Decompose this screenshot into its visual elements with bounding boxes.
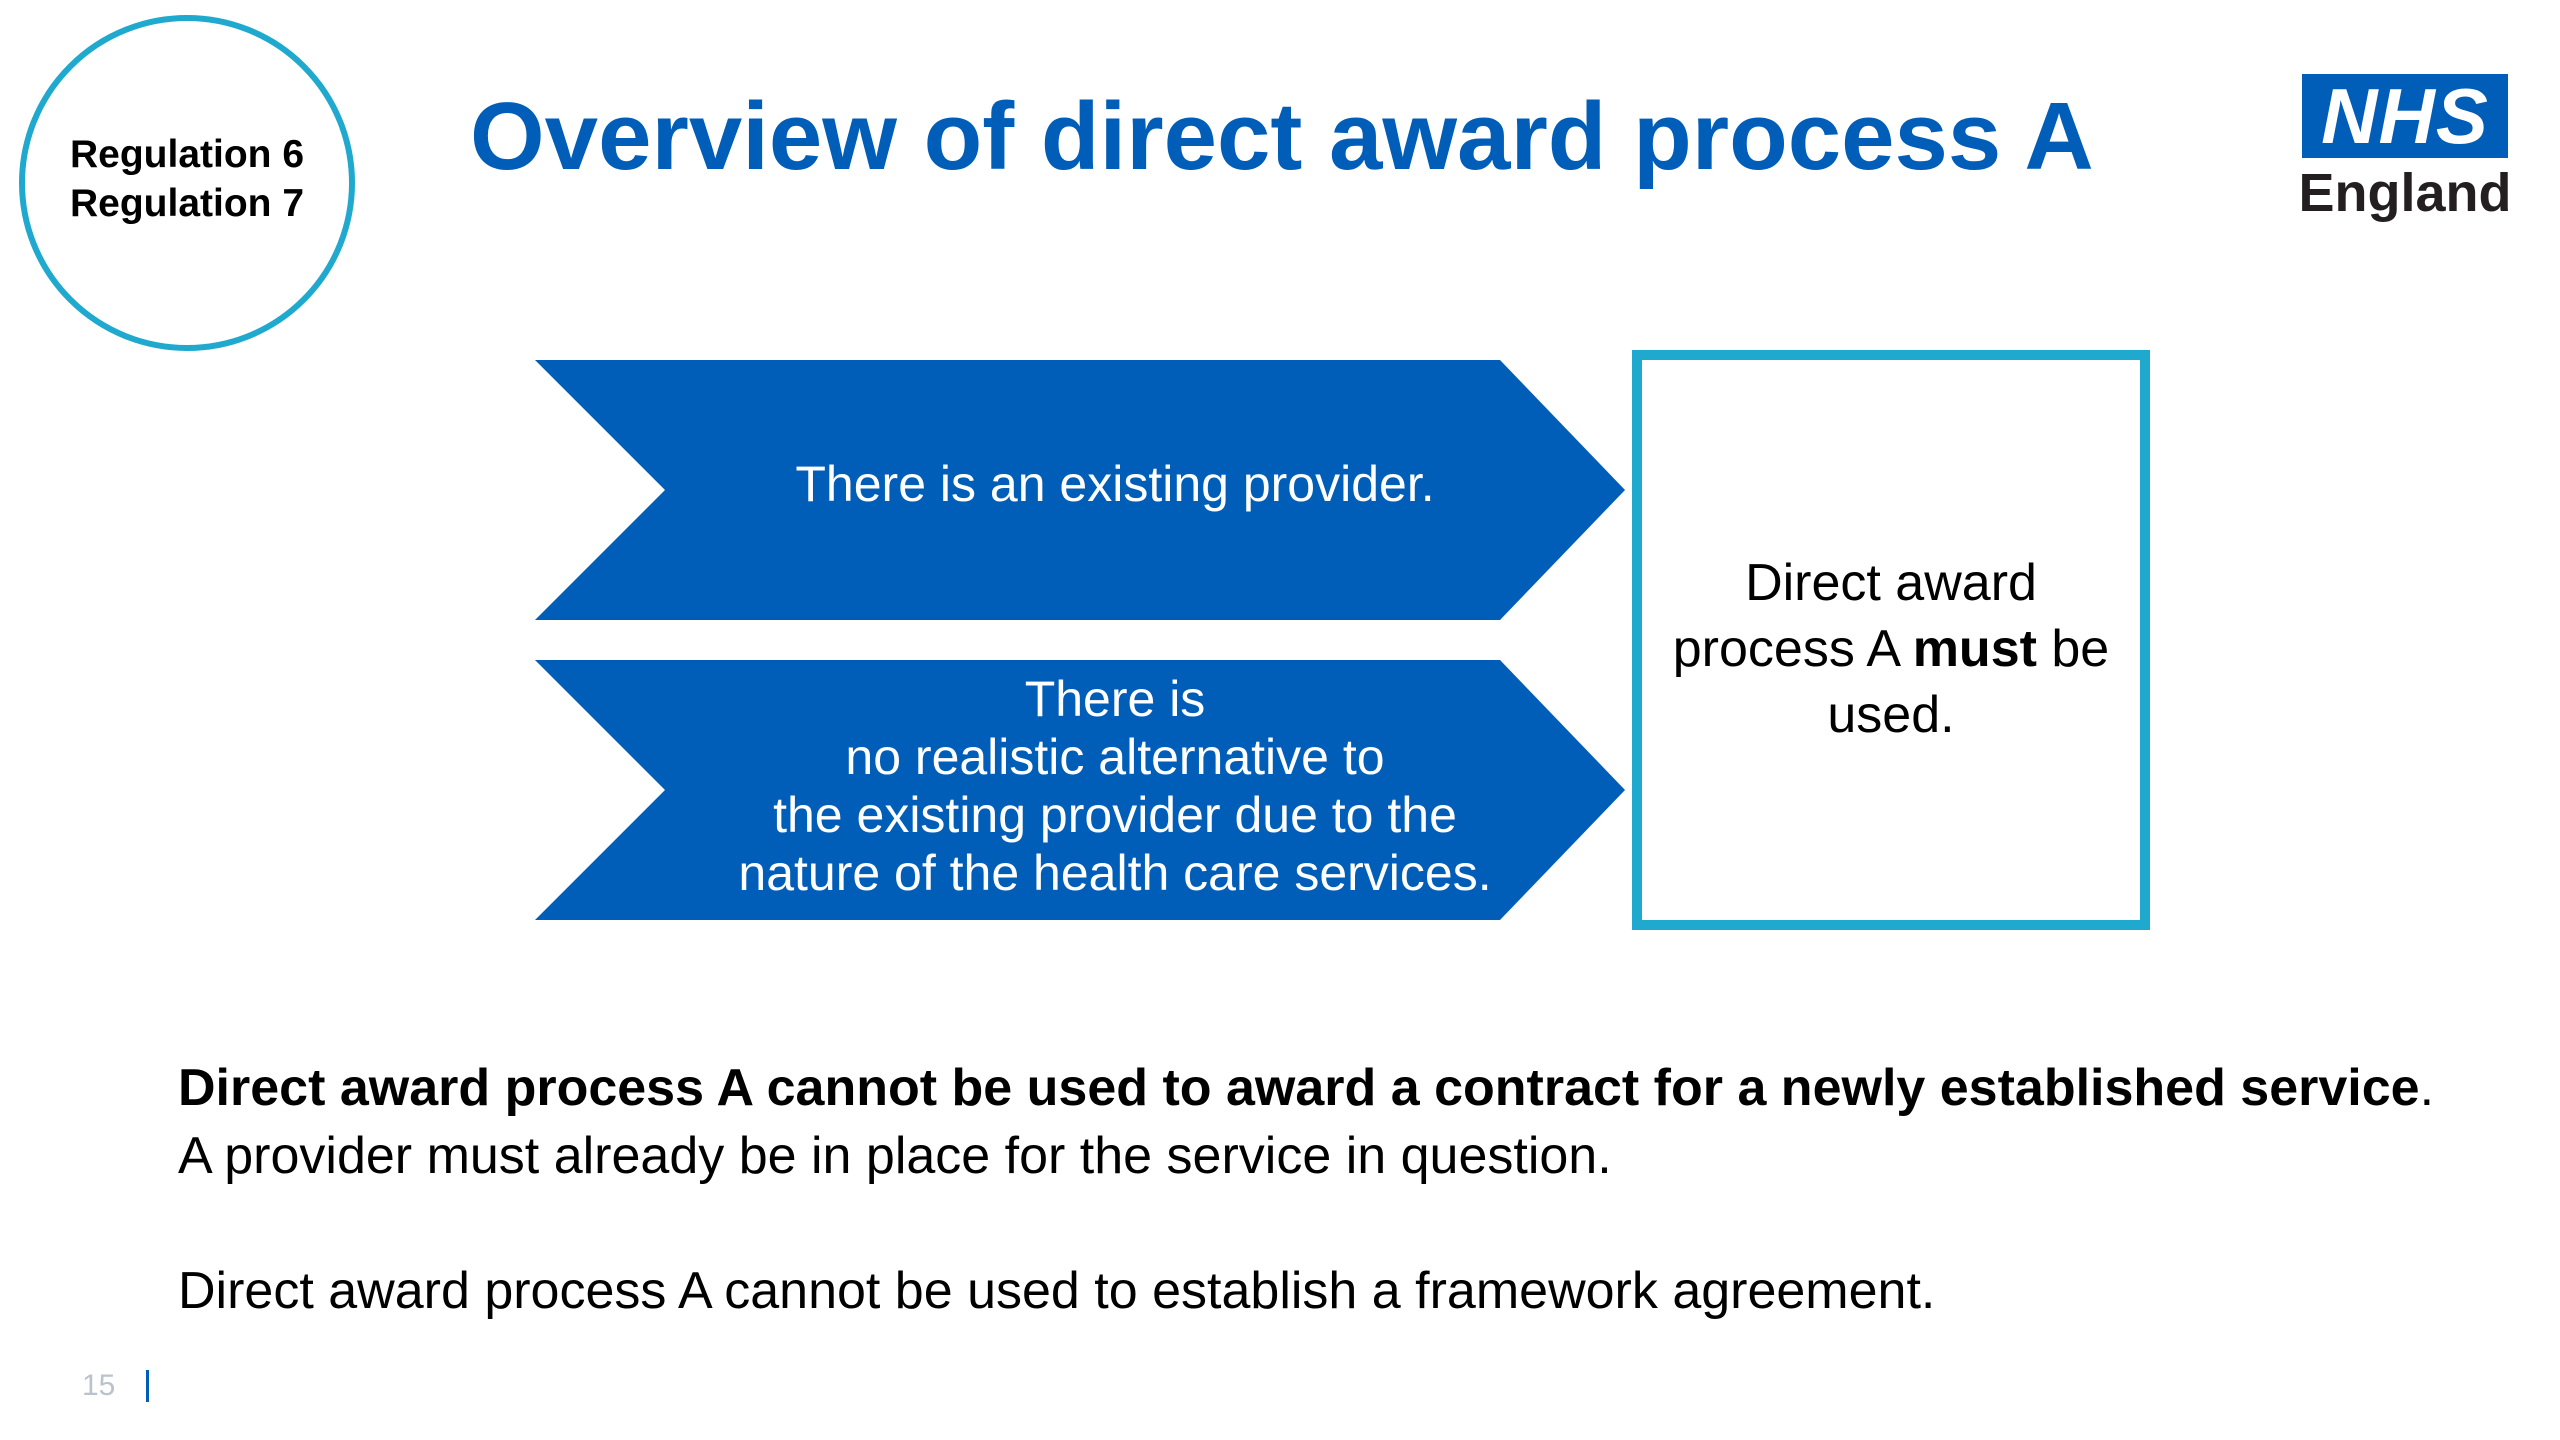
page-title: Overview of direct award process A: [470, 83, 2094, 190]
note-rest-text: . A provider must already be in place fo…: [178, 1059, 2435, 1185]
regulation-6-label: Regulation 6: [69, 133, 305, 176]
chevron-text-line: no realistic alternative to: [845, 729, 1385, 785]
outcome-text-start: Direct award process A: [1672, 554, 2037, 678]
regulation-badge: Regulation 6 Regulation 7: [19, 15, 355, 351]
note-bold-text: Direct award process A cannot be used to…: [178, 1059, 2420, 1117]
chevron-text-line: nature of the health care services.: [738, 845, 1492, 901]
chevron-existing-provider: [535, 360, 1625, 620]
outcome-text: Direct award process A must be used.: [1660, 550, 2122, 748]
outcome-emphasis: must: [1912, 620, 2037, 678]
chevron-text-line: the existing provider due to the: [773, 787, 1457, 843]
nhs-england-logo: NHS England: [2298, 74, 2512, 224]
note-newly-established-service: Direct award process A cannot be used to…: [178, 1054, 2438, 1190]
regulation-7-label: Regulation 7: [69, 182, 305, 225]
nhs-logo-org: England: [2298, 163, 2512, 223]
chevron-existing-provider-text: There is an existing provider.: [795, 456, 1435, 512]
chevron-text-line: There is: [1024, 671, 1206, 727]
chevron-no-alternative-text: There is no realistic alternative to the…: [665, 670, 1565, 902]
chevron-shapes: [535, 360, 1625, 920]
outcome-box: Direct award process A must be used.: [1632, 350, 2150, 930]
page-number-divider: [146, 1370, 149, 1402]
condition-chevrons: There is an existing provider. There is …: [535, 355, 1625, 925]
page-number: 15: [82, 1369, 116, 1402]
outcome-text-end: be used.: [1827, 620, 2110, 744]
note-framework-agreement: Direct award process A cannot be used to…: [178, 1262, 1936, 1320]
nhs-logo-mark: NHS: [2302, 74, 2508, 158]
chevron-no-alternative: [535, 660, 1625, 920]
